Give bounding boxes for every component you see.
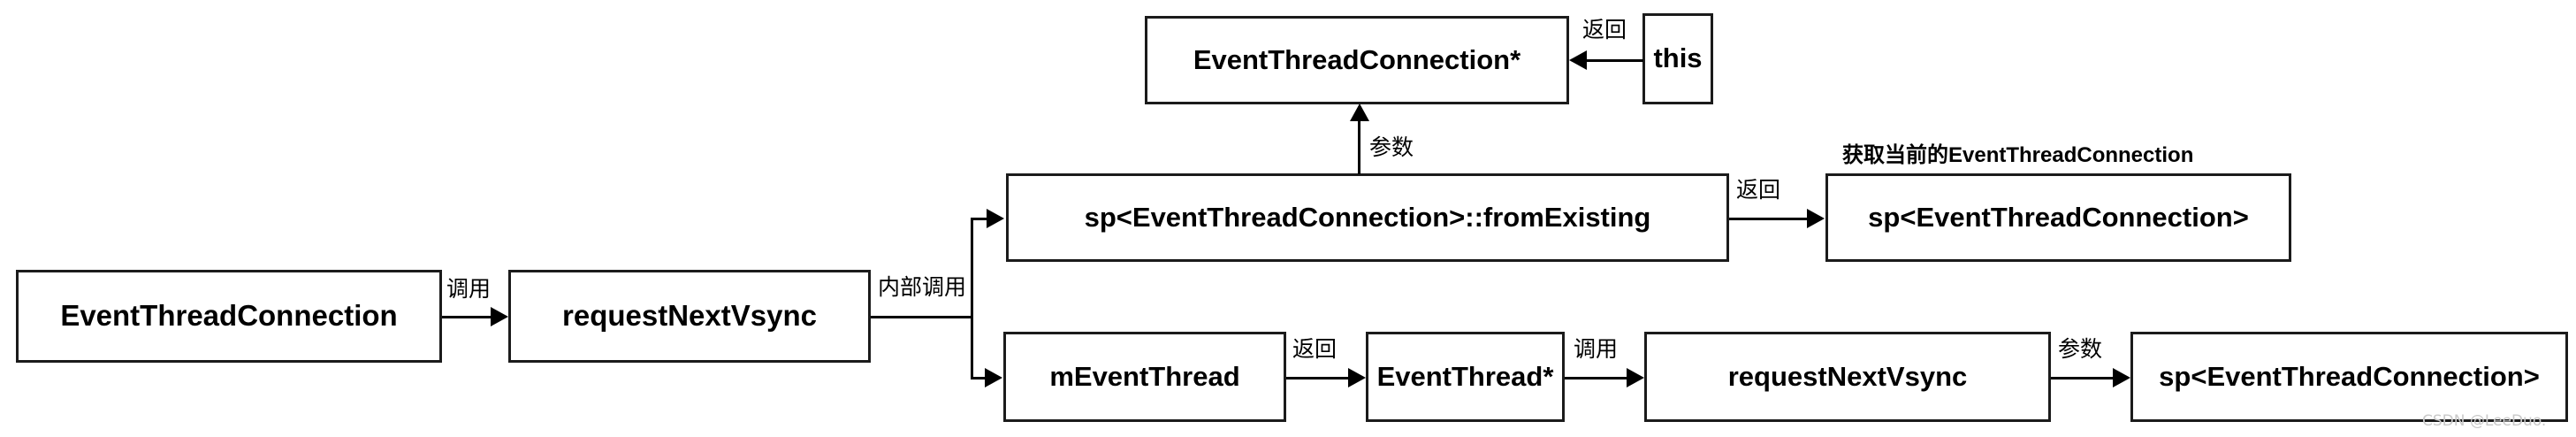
edge-call-eventthread-line bbox=[1565, 377, 1628, 380]
node-event-thread-ptr[interactable]: EventThread* bbox=[1366, 332, 1565, 422]
node-label: sp<EventThreadConnection> bbox=[2159, 360, 2540, 392]
node-sp-event-thread-connection-top[interactable]: sp<EventThreadConnection> bbox=[1825, 173, 2291, 262]
edge-return-top-arrowhead bbox=[1807, 209, 1825, 228]
edge-return-this-line bbox=[1585, 59, 1643, 62]
edge-branch-lower-arrowhead bbox=[985, 368, 1002, 387]
node-label: EventThreadConnection bbox=[60, 299, 398, 333]
node-label: this bbox=[1653, 42, 1703, 74]
node-m-event-thread[interactable]: mEventThread bbox=[1003, 332, 1286, 422]
edge-internal-call-riser bbox=[971, 218, 973, 377]
edge-param-bottom-line bbox=[2051, 377, 2115, 380]
edge-call-eventthread-arrowhead bbox=[1627, 368, 1644, 387]
node-label: requestNextVsync bbox=[1727, 360, 1968, 392]
edge-internal-call-stem bbox=[871, 316, 972, 318]
node-request-next-vsync-1[interactable]: requestNextVsync bbox=[508, 270, 871, 363]
node-label: mEventThread bbox=[1049, 360, 1240, 392]
node-label: sp<EventThreadConnection> bbox=[1868, 201, 2249, 233]
node-label: requestNextVsync bbox=[562, 299, 817, 333]
node-label: EventThread* bbox=[1376, 360, 1554, 392]
edge-call-1-arrowhead bbox=[491, 307, 508, 326]
edge-return-mevent-arrowhead bbox=[1348, 368, 1366, 387]
edge-internal-call-label: 内部调用 bbox=[878, 275, 967, 300]
edge-branch-upper-line bbox=[971, 218, 988, 220]
node-label: sp<EventThreadConnection>::fromExisting bbox=[1084, 201, 1651, 233]
edge-param-bottom-arrowhead bbox=[2113, 368, 2130, 387]
node-label: EventThreadConnection* bbox=[1193, 43, 1521, 75]
edge-param-up-line bbox=[1358, 119, 1360, 174]
node-from-existing[interactable]: sp<EventThreadConnection>::fromExisting bbox=[1006, 173, 1729, 262]
edge-return-this-arrowhead bbox=[1569, 50, 1587, 70]
edge-return-top-label: 返回 bbox=[1736, 178, 1781, 203]
edge-param-bottom-label: 参数 bbox=[2058, 337, 2103, 362]
node-sp-event-thread-connection-bottom[interactable]: sp<EventThreadConnection> bbox=[2130, 332, 2568, 422]
node-this[interactable]: this bbox=[1642, 13, 1713, 104]
node-event-thread-connection-ptr[interactable]: EventThreadConnection* bbox=[1145, 16, 1569, 104]
edge-return-mevent-label: 返回 bbox=[1292, 337, 1338, 362]
edge-call-1-label: 调用 bbox=[446, 277, 492, 302]
annotation-get-current: 获取当前的EventThreadConnection bbox=[1842, 143, 2194, 167]
edge-return-mevent-line bbox=[1286, 377, 1350, 380]
edge-call-1-line bbox=[442, 316, 491, 318]
edge-return-top-line bbox=[1729, 218, 1809, 220]
edge-call-eventthread-label: 调用 bbox=[1574, 337, 1619, 362]
edge-branch-lower-line bbox=[971, 377, 987, 380]
edge-param-up-arrowhead bbox=[1350, 104, 1369, 121]
node-event-thread-connection[interactable]: EventThreadConnection bbox=[16, 270, 442, 363]
watermark: CSDN @LeeDuo. bbox=[2422, 412, 2547, 430]
edge-param-up-label: 参数 bbox=[1369, 135, 1414, 160]
edge-return-this-label: 返回 bbox=[1582, 18, 1627, 42]
edge-branch-upper-arrowhead bbox=[987, 209, 1004, 228]
node-request-next-vsync-2[interactable]: requestNextVsync bbox=[1644, 332, 2051, 422]
